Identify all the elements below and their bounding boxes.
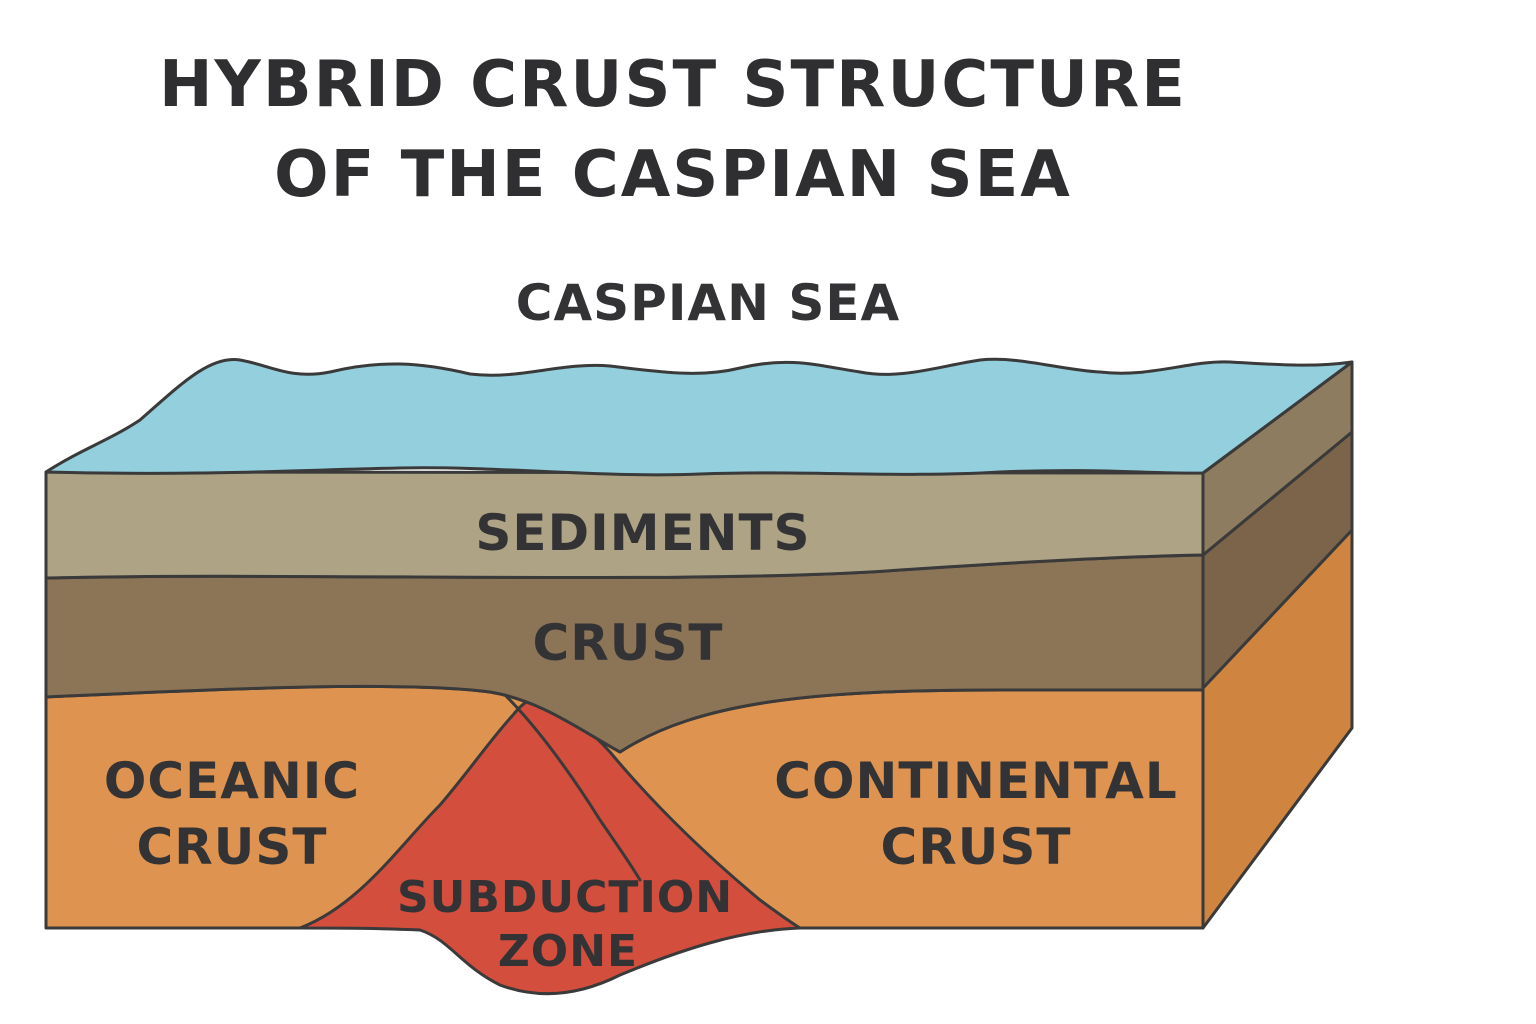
sediments-front-face: [44, 470, 1205, 580]
subduction-zone-label-line-1: SUBDUCTION: [397, 872, 733, 923]
oceanic-crust-label-line-1: OCEANIC: [104, 752, 360, 810]
sea-water-surface: [44, 357, 1354, 477]
diagram-title-line-2: OF THE CASPIAN SEA: [274, 138, 1072, 212]
crust-label: CRUST: [533, 614, 724, 672]
sediments-label: SEDIMENTS: [475, 504, 810, 562]
oceanic-crust-label-line-2: CRUST: [137, 818, 328, 876]
subduction-zone: [298, 696, 802, 996]
caspian-sea-label: CASPIAN SEA: [516, 274, 900, 332]
fault-line: [503, 693, 642, 882]
diagram-title-line-1: HYBRID CRUST STRUCTURE: [158, 48, 1188, 122]
continental-crust-label-line-2: CRUST: [881, 818, 1072, 876]
continental-crust-label-line-1: CONTINENTAL: [774, 752, 1177, 810]
subduction-zone-label-line-2: ZONE: [498, 926, 638, 977]
